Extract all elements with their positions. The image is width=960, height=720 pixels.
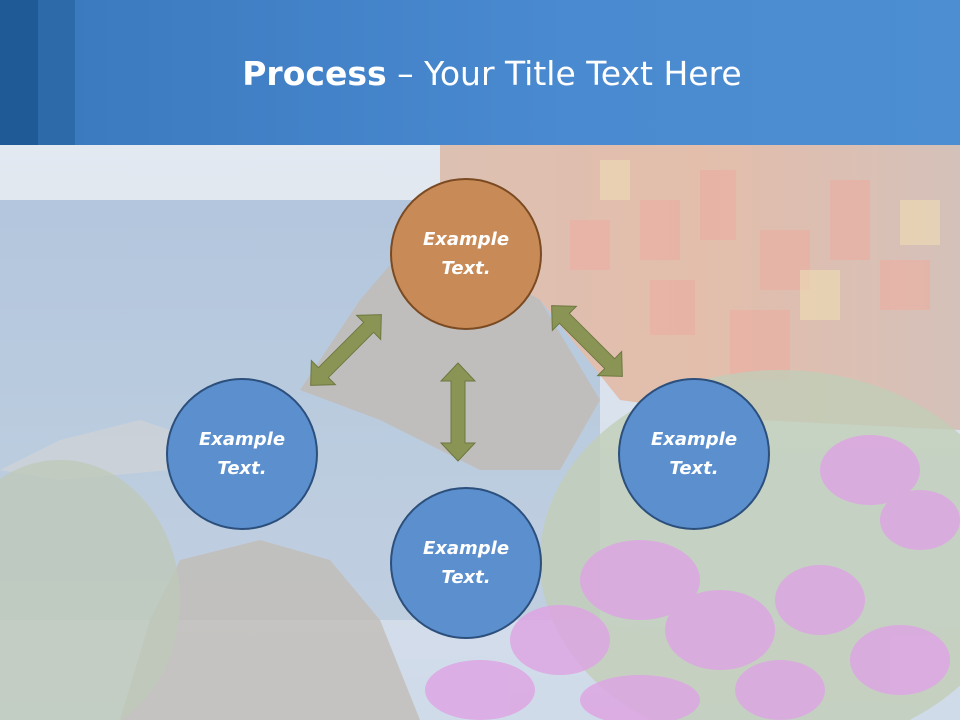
node-top-label: Example Text. (422, 229, 510, 279)
title-bar (0, 0, 960, 145)
node-top[interactable]: Example Text. (390, 178, 542, 330)
title-bar-accent (38, 0, 75, 145)
slide-title-rest: – Your Title Text Here (386, 54, 742, 93)
slide-title-bold: Process (242, 54, 387, 93)
arrow-top-right (551, 305, 623, 377)
node-right[interactable]: Example Text. (618, 378, 770, 530)
arrow-vertical (439, 362, 477, 462)
node-left-label: Example Text. (198, 429, 286, 479)
node-left[interactable]: Example Text. (166, 378, 318, 530)
title-bar-accent-dark (0, 0, 38, 145)
slide-title: Process – Your Title Text Here (0, 52, 960, 96)
arrow-top-left (310, 314, 382, 386)
node-bottom-label: Example Text. (422, 538, 510, 588)
node-bottom[interactable]: Example Text. (390, 487, 542, 639)
node-right-label: Example Text. (650, 429, 738, 479)
